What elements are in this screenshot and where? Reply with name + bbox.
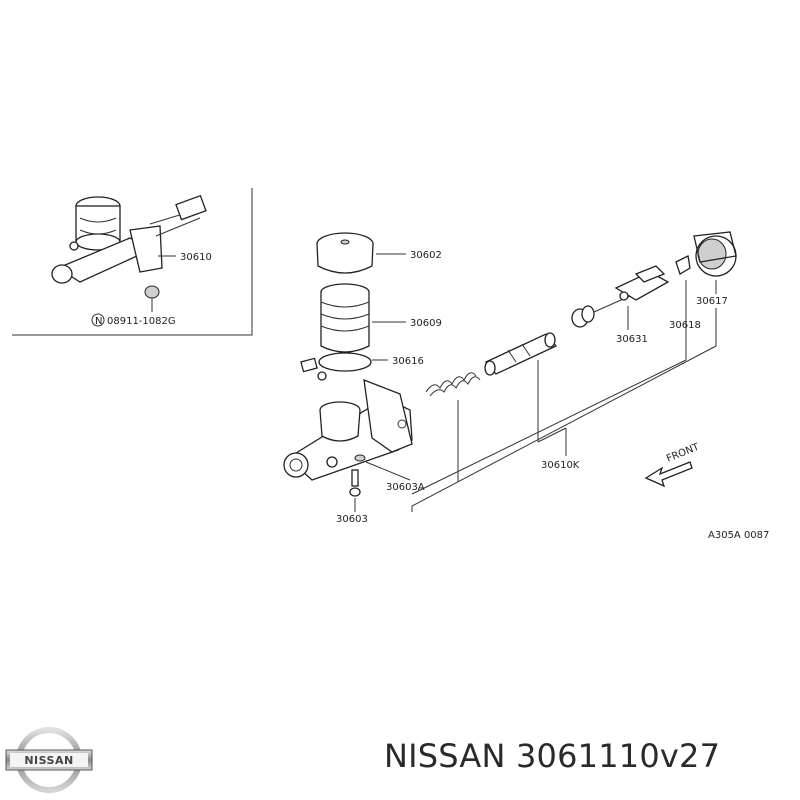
reservoir-cap — [316, 232, 374, 274]
piston — [484, 332, 558, 376]
inset-label-30610: 30610 — [180, 252, 212, 263]
inset-label-nut-part: 08911-1082G — [107, 316, 176, 327]
return-spring — [425, 372, 481, 397]
label-30618: 30618 — [669, 320, 701, 331]
master-cylinder-body — [283, 378, 413, 481]
figure-code: A305A 0087 — [708, 530, 769, 541]
clamp — [300, 352, 372, 381]
inset-master-cylinder-drawing — [51, 194, 207, 299]
bleed-bolt — [349, 469, 361, 497]
inset-panel: 30610 N 08911-1082G — [12, 188, 253, 336]
front-arrow-icon — [644, 461, 693, 488]
clip — [675, 255, 691, 275]
reservoir-body — [320, 283, 370, 353]
label-30610K: 30610K — [541, 460, 580, 471]
label-30603A: 30603A — [386, 482, 425, 493]
push-rod — [571, 265, 670, 328]
label-30609: 30609 — [410, 318, 442, 329]
svg-text:NISSAN: NISSAN — [24, 754, 73, 767]
part-number-caption: NISSAN 3061110v27 — [384, 737, 721, 775]
label-30631: 30631 — [616, 334, 648, 345]
exploded-view: FRONT 30602 30609 30616 30603A 30603 306… — [283, 231, 769, 541]
front-label: FRONT — [665, 441, 702, 464]
label-30602: 30602 — [410, 250, 442, 261]
washer — [354, 454, 366, 462]
label-30603: 30603 — [336, 514, 368, 525]
nissan-logo-icon: NISSAN — [5, 727, 93, 793]
label-30616: 30616 — [392, 356, 424, 367]
inset-nut-prefix-circle: N — [95, 316, 102, 327]
label-30617: 30617 — [696, 296, 728, 307]
dust-boot — [693, 231, 737, 277]
